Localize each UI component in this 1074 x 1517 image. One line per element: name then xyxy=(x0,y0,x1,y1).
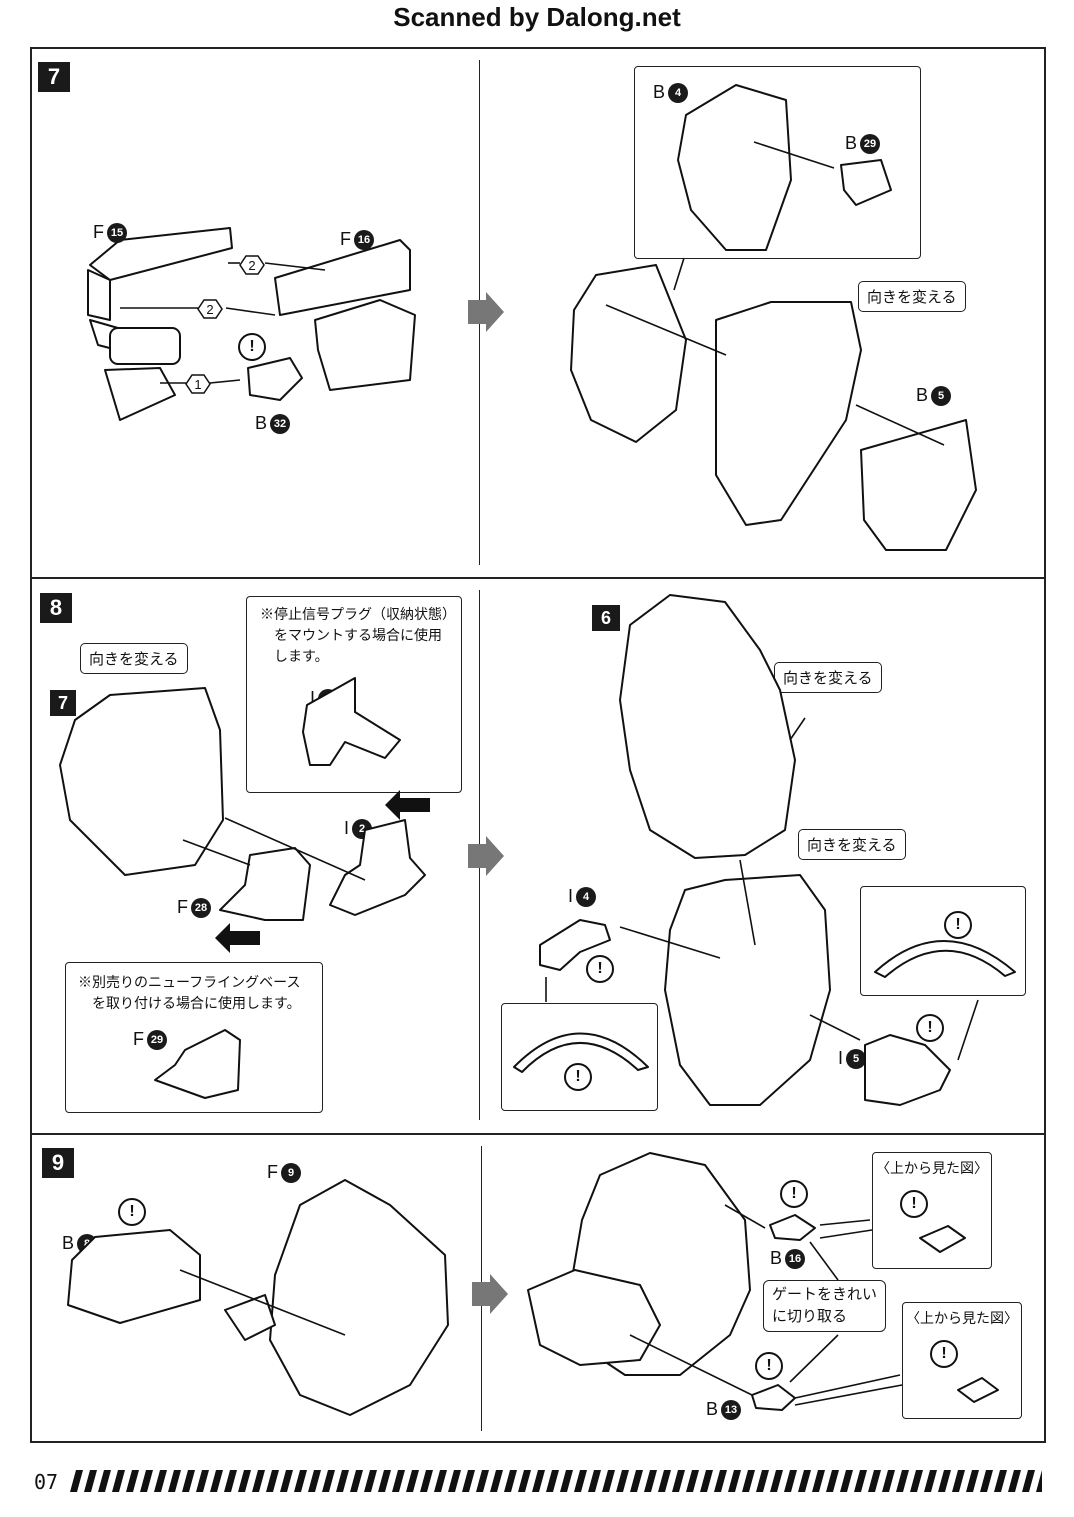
next-arrow-icon xyxy=(468,836,504,876)
step8-right-drawing xyxy=(513,594,1016,1106)
caution-icon: ! xyxy=(944,911,972,939)
step9-left-drawing xyxy=(67,1179,449,1416)
caution-icon: ! xyxy=(916,1014,944,1042)
sub-step-number: 7 xyxy=(50,690,76,716)
next-arrow-icon xyxy=(468,292,504,332)
caution-icon: ! xyxy=(564,1063,592,1091)
rotate-callout: 向きを変える xyxy=(858,281,966,312)
order-marker: 2 xyxy=(206,302,213,317)
top-view-box xyxy=(872,1152,992,1269)
plug-note: ※停止信号プラグ（収納状態） をマウントする場合に使用 します。 xyxy=(260,606,456,664)
step-number: 8 xyxy=(40,593,72,623)
top-view-box xyxy=(902,1302,1022,1419)
sub-step-number: 6 xyxy=(592,605,620,631)
divider-step-8-9 xyxy=(30,1133,1046,1135)
step8-left-drawing xyxy=(59,677,430,1099)
next-arrow-icon xyxy=(472,1274,508,1314)
step9-right-drawing xyxy=(527,1152,999,1411)
step7-assembly-drawing xyxy=(570,84,977,551)
top-view-caption: 〈上から見た図〉 xyxy=(906,1310,1018,1326)
step-number: 9 xyxy=(42,1148,74,1178)
page-number: 07 xyxy=(34,1470,59,1494)
gate-note-box xyxy=(763,1280,886,1332)
footer-hazard-stripe xyxy=(70,1470,1042,1492)
caution-icon: ! xyxy=(900,1190,928,1218)
optional-plug-box xyxy=(246,596,462,793)
order-marker: 1 xyxy=(194,377,201,392)
rotate-callout: 向きを変える xyxy=(80,643,188,674)
scan-credit: Scanned by Dalong.net xyxy=(393,2,681,32)
caution-icon: ! xyxy=(930,1340,958,1368)
caution-icon: ! xyxy=(586,955,614,983)
instruction-frame xyxy=(30,47,1046,1443)
rotate-callout: 向きを変える xyxy=(774,662,882,693)
rotate-callout: 向きを変える xyxy=(798,829,906,860)
caution-icon: ! xyxy=(780,1180,808,1208)
top-view-caption: 〈上から見た図〉 xyxy=(876,1160,988,1176)
caution-icon: ! xyxy=(755,1352,783,1380)
caution-icon: ! xyxy=(118,1198,146,1226)
step7-parts-drawing: 2 2 1 xyxy=(87,227,416,421)
gate-note: ゲートをきれい に切り取る xyxy=(772,1286,878,1325)
order-marker: 2 xyxy=(248,258,255,273)
flying-base-note: ※別売りのニューフライングベース を取り付ける場合に使用します。 xyxy=(78,974,301,1011)
caution-icon: ! xyxy=(238,333,266,361)
step-number: 7 xyxy=(38,62,70,92)
divider-step-7-8 xyxy=(30,577,1046,579)
